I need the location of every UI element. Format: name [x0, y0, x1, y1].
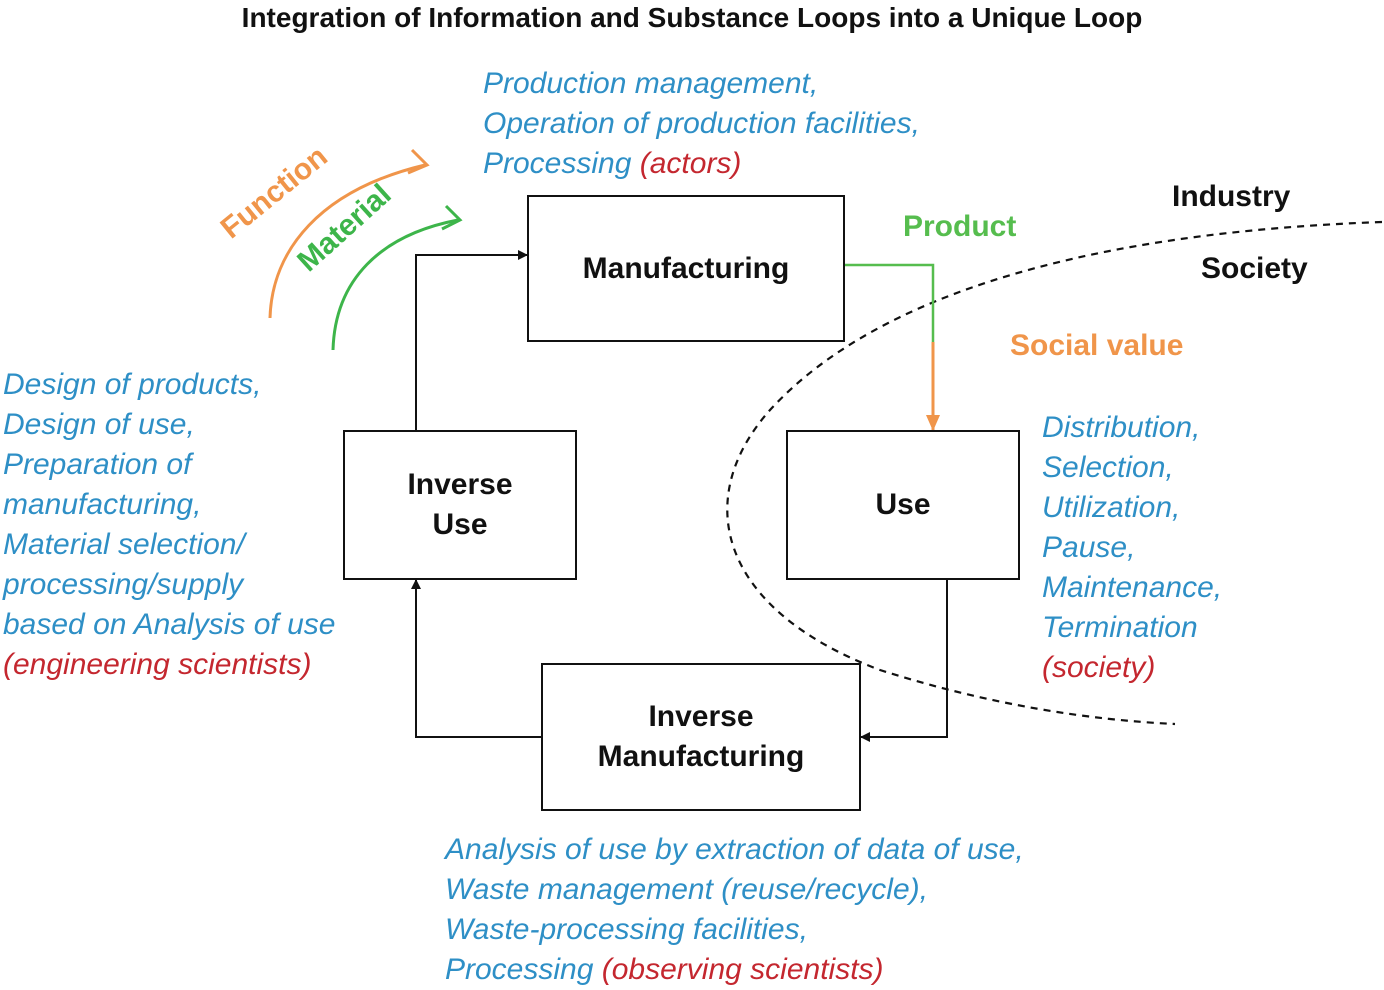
actor-label: (actors)	[639, 147, 742, 180]
inverse-manufacturing-note: Analysis of use by extraction of data of…	[445, 830, 1024, 990]
industry-society-boundary	[726, 220, 1383, 726]
note-line: Processing (observing scientists)	[445, 950, 1024, 990]
note-line: manufacturing,	[3, 488, 202, 521]
note-line: Selection,	[1042, 451, 1174, 484]
note-line: Pause,	[1042, 531, 1136, 564]
inverse-use-note: Design of products, Design of use, Prepa…	[3, 365, 335, 685]
note-line: Preparation of	[3, 448, 192, 481]
social-value-label: Social value	[1010, 329, 1184, 362]
diagram-title: Integration of Information and Substance…	[241, 2, 1143, 33]
inverse-use-label-line1: Inverse	[407, 468, 513, 501]
inverse-manufacturing-label-line2: Manufacturing	[597, 740, 805, 773]
note-line: Production management,	[483, 67, 819, 100]
note-line: Design of products,	[3, 368, 262, 401]
material-arrowhead	[441, 204, 463, 231]
use-label: Use	[875, 488, 931, 521]
manufacturing-box: Manufacturing	[527, 195, 845, 342]
function-arrowhead	[407, 148, 430, 175]
note-line: Maintenance,	[1042, 571, 1223, 604]
note-line: Material selection/	[3, 528, 245, 561]
arrow-inverse-manufacturing-to-inverse-use	[411, 579, 541, 738]
arrow-use-to-inverse-manufacturing	[860, 580, 948, 742]
note-line: Analysis of use by extraction of data of…	[445, 833, 1024, 866]
industry-label: Industry	[1172, 180, 1291, 213]
material-curve-arrow	[331, 218, 459, 351]
actor-label: (engineering scientists)	[3, 648, 312, 681]
note-line-text: Processing	[445, 953, 602, 986]
inverse-use-box: Inverse Use	[343, 430, 577, 580]
manufacturing-note: Production management, Operation of prod…	[483, 64, 920, 184]
note-line: Waste-processing facilities,	[445, 913, 808, 946]
inverse-use-label-line2: Use	[432, 508, 488, 541]
note-line: Processing (actors)	[483, 144, 920, 184]
product-flow-line	[845, 263, 935, 345]
arrow-inverse-use-to-manufacturing	[415, 250, 528, 430]
note-line: Termination	[1042, 611, 1198, 644]
function-curve-arrow	[268, 163, 426, 319]
use-box: Use	[786, 430, 1020, 580]
note-line: Design of use,	[3, 408, 195, 441]
note-line: processing/supply	[3, 568, 244, 601]
actor-label: (observing scientists)	[601, 953, 884, 986]
actor-label: (society)	[1042, 651, 1156, 684]
inverse-manufacturing-label-line1: Inverse	[648, 700, 754, 733]
use-note: Distribution, Selection, Utilization, Pa…	[1042, 408, 1222, 688]
note-line-text: Processing	[483, 147, 640, 180]
inverse-manufacturing-box: Inverse Manufacturing	[541, 663, 861, 811]
note-line: Distribution,	[1042, 411, 1201, 444]
note-line: Operation of production facilities,	[483, 107, 920, 140]
product-label: Product	[903, 210, 1017, 243]
society-label: Society	[1201, 252, 1308, 285]
note-line: Utilization,	[1042, 491, 1181, 524]
note-line: based on Analysis of use	[3, 608, 336, 641]
note-line: Waste management (reuse/recycle),	[445, 873, 928, 906]
manufacturing-label: Manufacturing	[582, 251, 790, 285]
